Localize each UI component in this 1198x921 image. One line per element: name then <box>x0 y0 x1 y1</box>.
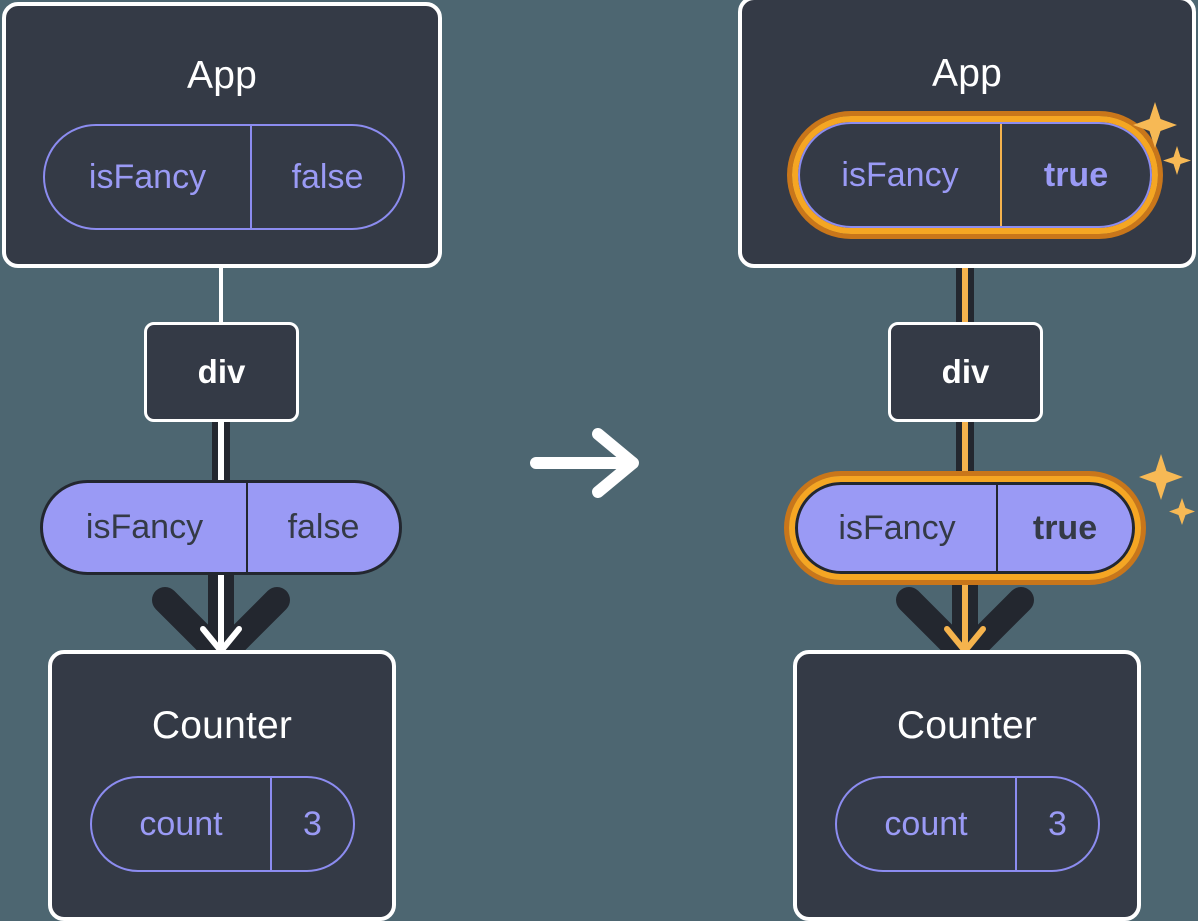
arrow-pill-to-counter-right <box>896 555 1034 669</box>
counter-panel-title-after: Counter <box>896 704 1038 747</box>
counter-panel-after: Counter count 3 <box>793 650 1141 921</box>
sparkle-icon-prop-after <box>1139 454 1195 525</box>
arrow-pill-to-counter-inner-right <box>944 565 986 654</box>
app-panel-before: App isFancy false <box>2 2 442 268</box>
prop-pill-after[interactable]: isFancy true <box>795 482 1135 574</box>
div-node-after[interactable]: div <box>888 322 1043 422</box>
pill-divider <box>996 485 998 571</box>
div-node-label: div <box>197 353 246 390</box>
app-panel-title-after: App <box>932 52 1002 95</box>
pill-divider <box>270 778 272 870</box>
pill-divider <box>1000 124 1002 226</box>
app-state-pill-after[interactable]: isFancy true <box>798 122 1152 228</box>
pill-key: isFancy <box>841 155 959 194</box>
div-node-label: div <box>941 353 990 390</box>
arrow-pill-to-counter-left <box>152 555 290 669</box>
pill-key: count <box>884 804 968 843</box>
pill-divider <box>1015 778 1017 870</box>
transition-arrow-icon <box>530 428 639 498</box>
app-panel-title-before: App <box>187 54 257 97</box>
pill-key: isFancy <box>85 508 204 546</box>
pill-divider <box>250 126 252 228</box>
app-panel-after: App isFancy true <box>738 0 1196 268</box>
counter-panel-title-before: Counter <box>151 704 293 747</box>
pill-value: 3 <box>1048 804 1067 843</box>
app-state-pill-before[interactable]: isFancy false <box>43 124 405 230</box>
counter-state-pill-before[interactable]: count 3 <box>90 776 355 872</box>
pill-value: false <box>287 508 360 546</box>
pill-key: count <box>139 804 223 843</box>
pill-value: false <box>291 157 364 196</box>
pill-value: true <box>1043 155 1109 194</box>
arrow-pill-to-counter-inner-left <box>200 565 242 654</box>
div-node-before[interactable]: div <box>144 322 299 422</box>
pill-divider <box>246 483 248 572</box>
pill-key: isFancy <box>88 157 207 196</box>
counter-panel-before: Counter count 3 <box>48 650 396 921</box>
pill-key: isFancy <box>838 508 956 547</box>
pill-value: 3 <box>303 804 322 843</box>
prop-pill-before[interactable]: isFancy false <box>40 480 402 575</box>
pill-value: true <box>1032 508 1098 547</box>
counter-state-pill-after[interactable]: count 3 <box>835 776 1100 872</box>
